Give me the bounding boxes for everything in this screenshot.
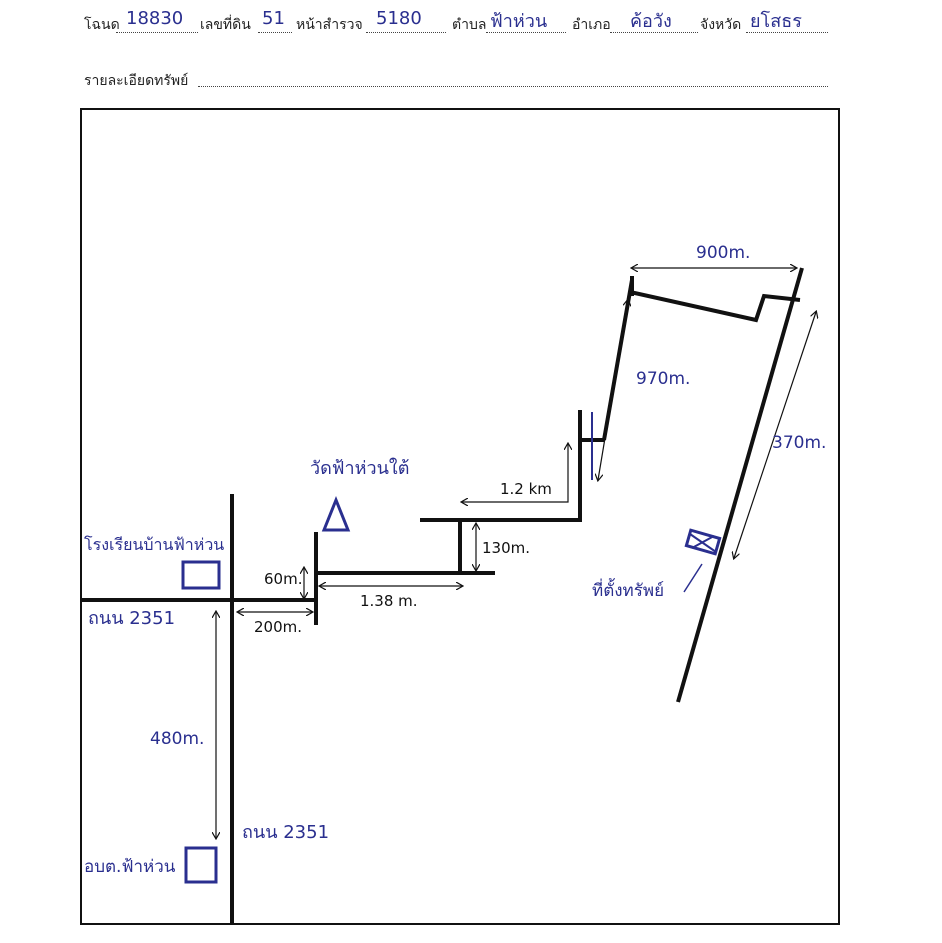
school-icon [181, 560, 221, 590]
deed-value: 18830 [126, 8, 184, 29]
province-value: ยโสธร [750, 11, 802, 32]
map-frame [80, 108, 840, 925]
dim-370-arrow [734, 312, 816, 558]
temple-icon [321, 495, 351, 532]
dim-900-label: 900m. [696, 243, 750, 263]
dim-138-label: 1.38 m. [360, 592, 418, 610]
district-leader [610, 32, 698, 33]
dim-370-label: 370m. [772, 433, 826, 453]
office-label: อบต.ฟ้าห่วน [84, 857, 176, 877]
dim-480-label: 480m. [150, 729, 204, 749]
subdistrict-value: ฟ้าห่วน [490, 11, 548, 32]
dim-60-label: 60m. [264, 570, 302, 588]
property-marker-icon [684, 528, 722, 556]
land-no-leader [258, 32, 292, 33]
land-no-label: เลขที่ดิน [200, 16, 251, 32]
office-icon [184, 846, 218, 884]
dim-200-label: 200m. [254, 618, 302, 636]
plot-top-edge [629, 290, 801, 323]
subdistrict-label: ตำบล [452, 16, 487, 32]
details-leader [198, 86, 828, 87]
district-label: อำเภอ [572, 16, 611, 32]
temple-label: วัดฟ้าห่วนใต้ [310, 457, 409, 479]
province-leader [746, 32, 828, 33]
road-south-label: ถนน 2351 [242, 822, 329, 843]
road-west-label: ถนน 2351 [88, 608, 175, 629]
deed-label: โฉนด [84, 16, 120, 32]
district-value: ค้อวัง [630, 11, 672, 32]
dim-12-label: 1.2 km [500, 480, 552, 498]
province-label: จังหวัด [700, 16, 742, 32]
survey-page-value: 5180 [376, 8, 422, 29]
survey-page-label: หน้าสำรวจ [296, 16, 363, 32]
dim-130-label: 130m. [482, 539, 530, 557]
dim-970-label: 970m. [636, 369, 690, 389]
property-pointer [683, 563, 703, 593]
land-no-value: 51 [262, 8, 285, 29]
property-label: ที่ตั้งทรัพย์ [592, 578, 664, 601]
deed-leader [116, 32, 198, 33]
survey-page-leader [366, 32, 446, 33]
dim-970-arrow [598, 300, 628, 480]
details-label: รายละเอียดทรัพย์ [84, 72, 189, 88]
dim-12-arrow [462, 444, 568, 502]
school-label: โรงเรียนบ้านฟ้าห่วน [84, 535, 224, 554]
plot-right-edge [676, 267, 804, 703]
subdistrict-leader [486, 32, 566, 33]
